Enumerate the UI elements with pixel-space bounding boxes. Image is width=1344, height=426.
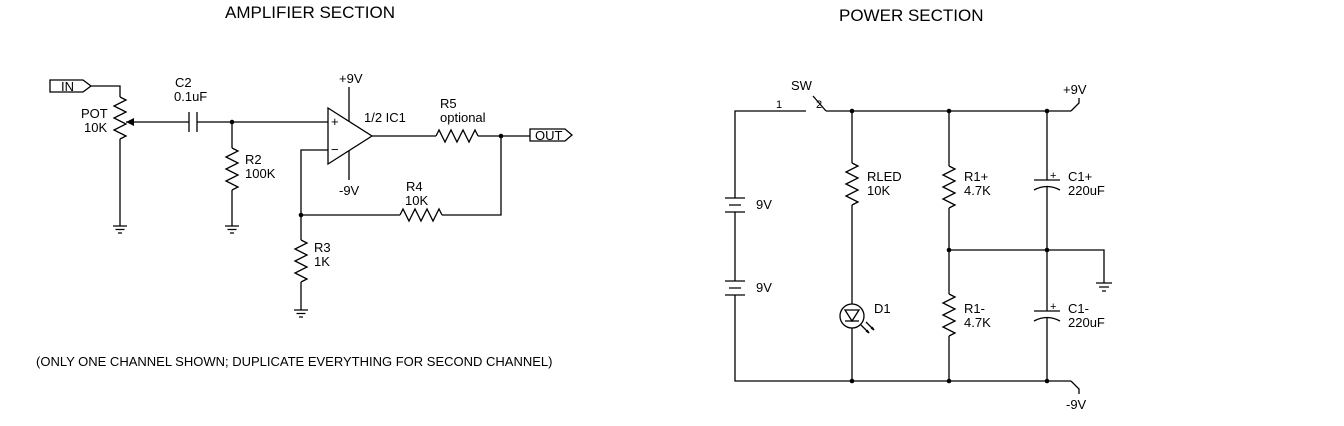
channel-note: (ONLY ONE CHANNEL SHOWN; DUPLICATE EVERY… xyxy=(36,354,552,369)
battery-2: 9V xyxy=(725,280,772,296)
rled-value: 10K xyxy=(867,183,890,198)
c2-name: C2 xyxy=(175,75,192,90)
power-section: SW 1 2 +9V 9V 9V -9V RLED 10K xyxy=(725,78,1112,412)
c2-value: 0.1uF xyxy=(174,89,207,104)
opamp-vplus-label: +9V xyxy=(339,71,363,86)
r1-plus-value: 4.7K xyxy=(964,183,991,198)
r5-name: R5 xyxy=(440,96,457,111)
amplifier-section: IN POT 10K C2 0.1uF xyxy=(49,71,573,318)
power-vplus-label: +9V xyxy=(1063,82,1087,97)
battery-1-value: 9V xyxy=(756,197,772,212)
resistor-r2: R2 100K xyxy=(224,122,276,234)
capacitor-c2: C2 0.1uF xyxy=(174,75,207,132)
capacitor-c1-minus: + C1- 220uF xyxy=(1033,301,1105,330)
r3-name: R3 xyxy=(314,240,331,255)
in-connector: IN xyxy=(49,79,121,97)
sw-name: SW xyxy=(791,78,813,93)
resistor-r1-minus: R1- 4.7K xyxy=(941,293,991,337)
r3-value: 1K xyxy=(314,254,330,269)
power-vminus-label: -9V xyxy=(1066,397,1087,412)
r1-plus-name: R1+ xyxy=(964,169,988,184)
r5-value: optional xyxy=(440,110,486,125)
battery-1: 9V xyxy=(725,197,772,213)
r1-minus-name: R1- xyxy=(964,301,985,316)
sw-pin1: 1 xyxy=(776,99,782,111)
r2-name: R2 xyxy=(245,152,262,167)
battery-2-value: 9V xyxy=(756,280,772,295)
resistor-r5: R5 optional xyxy=(435,96,486,144)
resistor-rled: RLED 10K xyxy=(844,162,902,206)
c1-minus-value: 220uF xyxy=(1068,315,1105,330)
pot-value: 10K xyxy=(84,120,107,135)
led-d1: D1 xyxy=(839,301,891,334)
r1-minus-value: 4.7K xyxy=(964,315,991,330)
r2-value: 100K xyxy=(245,166,276,181)
in-label: IN xyxy=(61,79,74,94)
out-connector: OUT xyxy=(529,128,573,143)
resistor-r1-plus: R1+ 4.7K xyxy=(941,165,991,209)
opamp-vminus-label: -9V xyxy=(339,183,360,198)
power-section-title: POWER SECTION xyxy=(839,6,984,25)
r4-value: 10K xyxy=(405,193,428,208)
out-label: OUT xyxy=(535,128,563,143)
opamp-minus-sign: − xyxy=(331,142,339,157)
c1-minus-polarity: + xyxy=(1050,301,1056,313)
capacitor-c1-plus: + C1+ 220uF xyxy=(1033,169,1105,198)
resistor-r4: R4 10K xyxy=(399,179,443,223)
opamp-plus-sign: + xyxy=(331,114,339,129)
c1-plus-name: C1+ xyxy=(1068,169,1092,184)
c1-plus-value: 220uF xyxy=(1068,183,1105,198)
amplifier-section-title: AMPLIFIER SECTION xyxy=(225,3,395,22)
opamp-label: 1/2 IC1 xyxy=(364,110,406,125)
rled-name: RLED xyxy=(867,169,902,184)
pot-name: POT xyxy=(81,106,108,121)
pot-10k: POT 10K xyxy=(81,96,134,234)
sw-pin2: 2 xyxy=(816,99,822,111)
resistor-r3: R3 1K xyxy=(293,239,331,318)
c1-minus-name: C1- xyxy=(1068,301,1089,316)
opamp-ic1: + − +9V -9V 1/2 IC1 xyxy=(327,71,406,198)
switch-sw: SW 1 2 xyxy=(776,78,827,112)
ground-symbol xyxy=(1096,282,1112,292)
d1-name: D1 xyxy=(874,301,891,316)
r4-name: R4 xyxy=(406,179,423,194)
c1-plus-polarity: + xyxy=(1050,170,1056,182)
